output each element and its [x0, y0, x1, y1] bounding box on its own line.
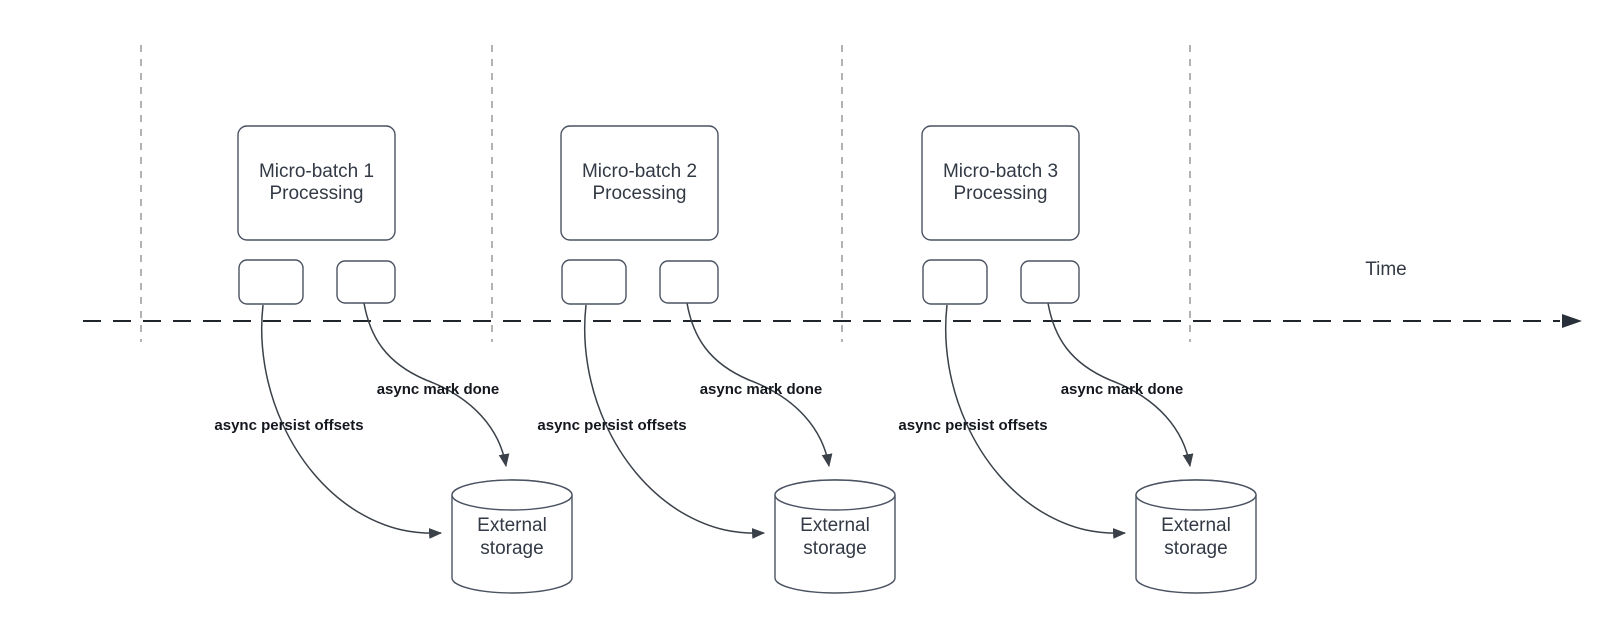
async-task-box [1020, 260, 1080, 304]
persist-offsets-arrow [945, 304, 1127, 539]
batch-group [560, 125, 896, 594]
persist-offsets-arrow [584, 304, 766, 539]
async-task-box [238, 259, 304, 305]
time-axis-arrowhead [1562, 314, 1582, 328]
batch-group [921, 125, 1257, 594]
mark-done-arrow [363, 302, 510, 468]
async-task-box [561, 259, 627, 305]
mark-done-arrow [686, 302, 833, 468]
external-storage-cylinder-lid [774, 479, 896, 511]
processing-box [560, 125, 719, 241]
processing-box [921, 125, 1080, 241]
async-task-box [336, 260, 396, 304]
async-task-box [659, 260, 719, 304]
mark-done-arrow [1047, 302, 1194, 468]
batch-group [237, 125, 573, 594]
async-task-box [922, 259, 988, 305]
external-storage-cylinder-lid [451, 479, 573, 511]
persist-offsets-arrow [261, 304, 443, 539]
external-storage-cylinder-lid [1135, 479, 1257, 511]
processing-box [237, 125, 396, 241]
